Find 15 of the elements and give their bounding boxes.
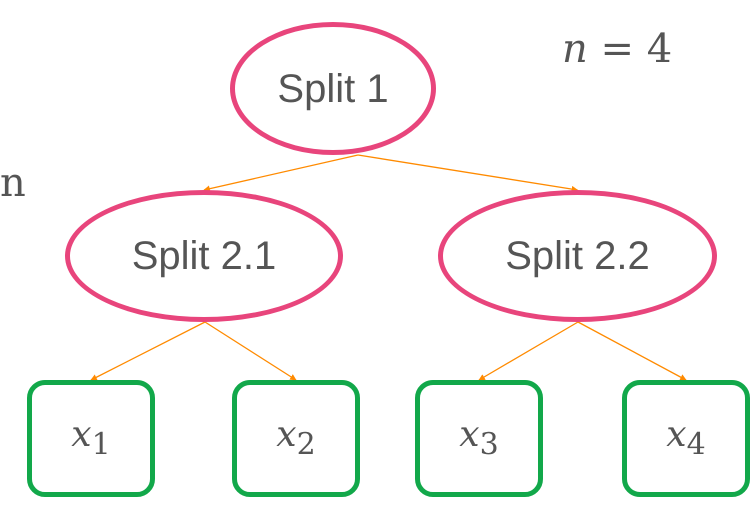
arrow [203,154,358,192]
arrow [578,321,687,381]
leaf-box: x$_{3}$ [415,380,543,497]
arrow [478,321,578,381]
text-fragment: n [0,160,26,206]
formula-label: n = 4 [562,26,672,72]
leaf-box: x$_{2}$ [232,380,360,497]
leaf-box: x$_{1}$ [27,380,155,497]
arrow [358,154,578,192]
arrow [90,321,206,381]
split-ellipse: Split 1 [230,22,436,155]
split-ellipse: Split 2.1 [65,190,343,322]
split-ellipse: Split 2.2 [438,190,717,322]
arrow [204,321,297,381]
leaf-box: x$_{4}$ [622,380,750,497]
